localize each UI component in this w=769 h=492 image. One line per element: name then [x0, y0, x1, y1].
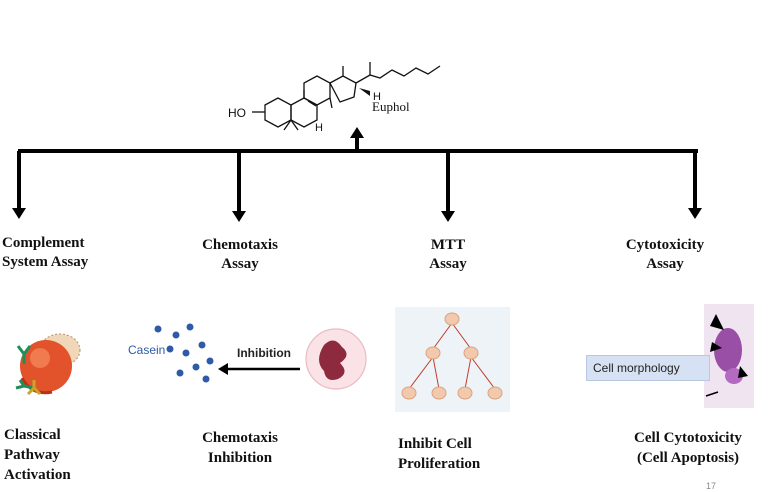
- complement-cell-illustration: [15, 333, 81, 396]
- casein-label: Casein: [128, 343, 166, 357]
- arrowhead-mtt: [441, 211, 455, 222]
- assay-title-chemotaxis: Chemotaxis Assay: [202, 237, 278, 272]
- mtt-proliferation-illustration: [395, 307, 510, 412]
- euphol-structure: HO H H: [228, 62, 441, 134]
- assay-title-mtt: MTT Assay: [429, 237, 467, 272]
- arrowhead-complement: [12, 208, 26, 219]
- inhibition-label: Inhibition: [237, 346, 291, 360]
- result-cytotoxicity: Cell Cytotoxicity (Cell Apoptosis): [634, 430, 742, 466]
- result-mtt: Inhibit Cell Proliferation: [398, 436, 481, 472]
- assay-title-cytotoxicity: Cytotoxicity Assay: [625, 237, 705, 272]
- result-complement: Classical Pathway Activation: [4, 427, 71, 483]
- arrowhead-up: [350, 127, 364, 138]
- cytotoxicity-micrograph: [704, 304, 754, 408]
- result-chemotaxis: Chemotaxis Inhibition: [202, 430, 278, 466]
- page-number: 17: [706, 481, 717, 491]
- cell-morphology-label: Cell morphology: [586, 355, 710, 381]
- chemotaxis-illustration: [154, 323, 367, 390]
- arrowhead-chemotaxis: [232, 211, 246, 222]
- compound-name: Euphol: [372, 99, 410, 114]
- assay-title-complement: Complement System Assay: [2, 235, 89, 270]
- assay-tree-arrows: [12, 127, 702, 222]
- ho-label: HO: [228, 106, 246, 120]
- h-label: H: [315, 122, 323, 134]
- h-label: H: [373, 91, 381, 103]
- arrowhead-cytotoxicity: [688, 208, 702, 219]
